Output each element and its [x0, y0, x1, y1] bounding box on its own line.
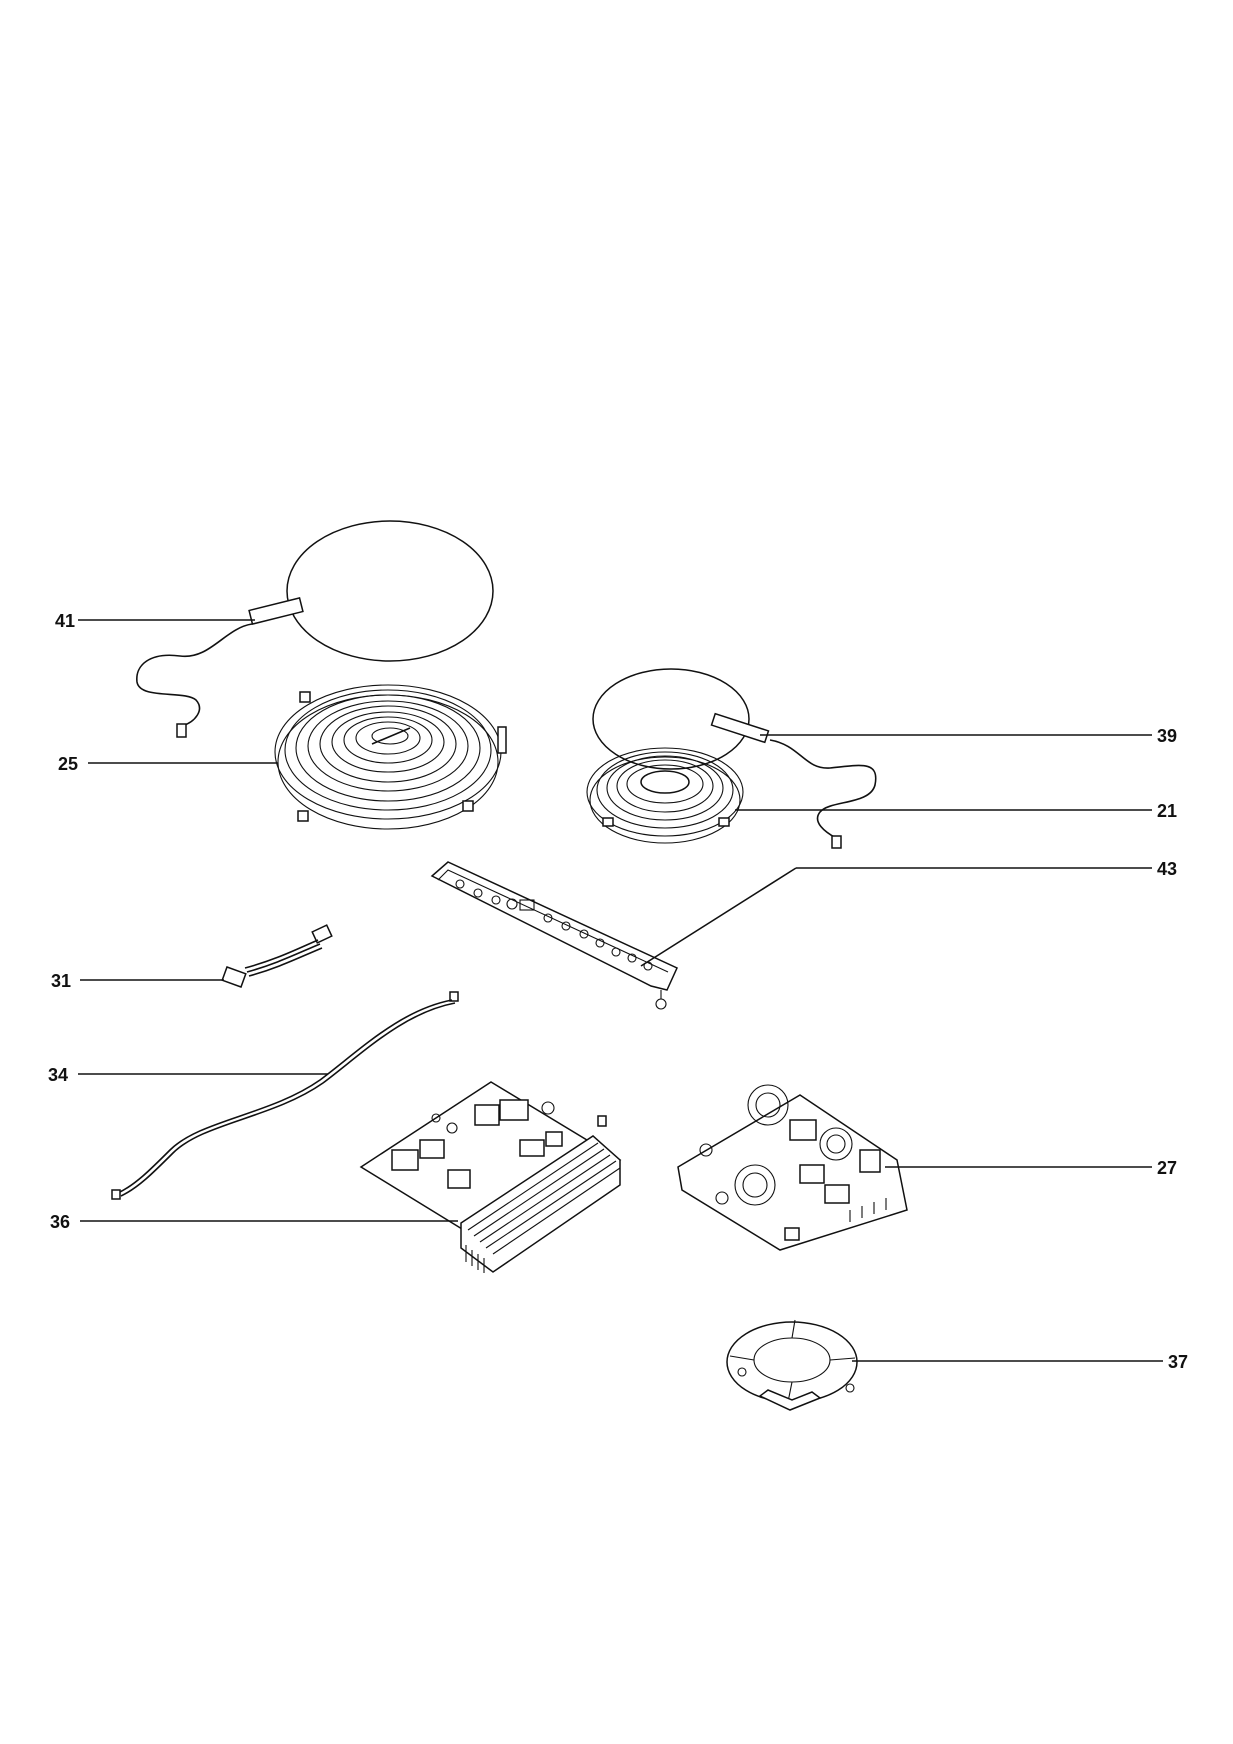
part-21-induction-coil-small — [586, 747, 744, 844]
callout-labels: 41 25 39 21 43 31 34 27 36 37 — [48, 611, 1188, 1372]
leader-43 — [640, 867, 797, 967]
part-25-induction-coil-large — [274, 684, 507, 830]
callout-36: 36 — [50, 1212, 70, 1232]
part-36-power-board — [359, 1081, 622, 1273]
callout-39: 39 — [1157, 726, 1177, 746]
callout-43: 43 — [1157, 859, 1177, 879]
part-37-bracket — [726, 1319, 858, 1411]
callout-41: 41 — [55, 611, 75, 631]
part-43-control-board — [430, 861, 678, 1010]
callout-34: 34 — [48, 1065, 68, 1085]
callout-21: 21 — [1157, 801, 1177, 821]
callout-37: 37 — [1168, 1352, 1188, 1372]
part-31-connector-harness — [221, 924, 333, 988]
part-41-sensor-disc-large — [136, 520, 494, 738]
part-34-long-cable — [111, 991, 459, 1200]
callout-27: 27 — [1157, 1158, 1177, 1178]
part-27-filter-board — [677, 1084, 908, 1251]
callout-25: 25 — [58, 754, 78, 774]
part-39-sensor-disc-small — [592, 668, 877, 849]
leader-lines — [78, 619, 1163, 1362]
callout-31: 31 — [51, 971, 71, 991]
